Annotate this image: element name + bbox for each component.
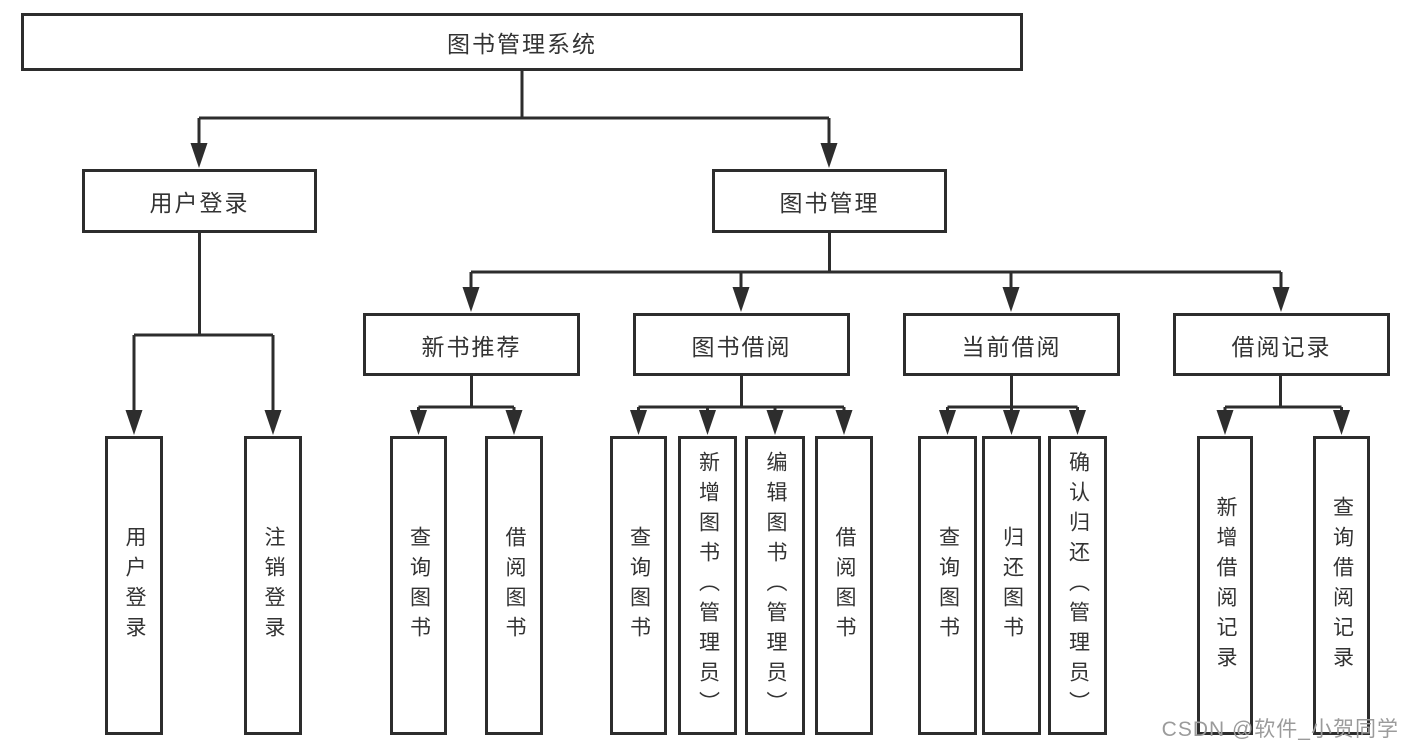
leaf-nbr-query-books: 查询图书 — [390, 436, 447, 735]
leaf-nbr-borrow-books: 借阅图书 — [485, 436, 543, 735]
csdn-watermark: CSDN @软件_小贺同学 — [1161, 718, 1399, 741]
leaf-cb-query-books: 查询图书 — [918, 436, 977, 735]
leaf-bb-edit-books-admin: 编辑图书（管理员） — [745, 436, 805, 735]
leaf-bb-query-books: 查询图书 — [610, 436, 667, 735]
leaf-bb-borrow-books: 借阅图书 — [815, 436, 873, 735]
category-current-borrowing: 当前借阅 — [903, 313, 1120, 376]
branch-user-login: 用户登录 — [82, 169, 317, 233]
root-node-library-management-system: 图书管理系统 — [21, 13, 1023, 71]
leaf-br-add-borrow-record: 新增借阅记录 — [1197, 436, 1253, 735]
category-borrowing-records: 借阅记录 — [1173, 313, 1390, 376]
leaf-bb-add-books-admin: 新增图书（管理员） — [678, 436, 737, 735]
category-new-book-recommendation: 新书推荐 — [363, 313, 580, 376]
branch-book-management: 图书管理 — [712, 169, 947, 233]
leaf-cb-return-books: 归还图书 — [982, 436, 1041, 735]
leaf-br-query-borrow-record: 查询借阅记录 — [1313, 436, 1370, 735]
leaf-user-login: 用户登录 — [105, 436, 163, 735]
leaf-cb-confirm-return-admin: 确认归还（管理员） — [1048, 436, 1107, 735]
category-book-borrowing: 图书借阅 — [633, 313, 850, 376]
leaf-logout: 注销登录 — [244, 436, 302, 735]
